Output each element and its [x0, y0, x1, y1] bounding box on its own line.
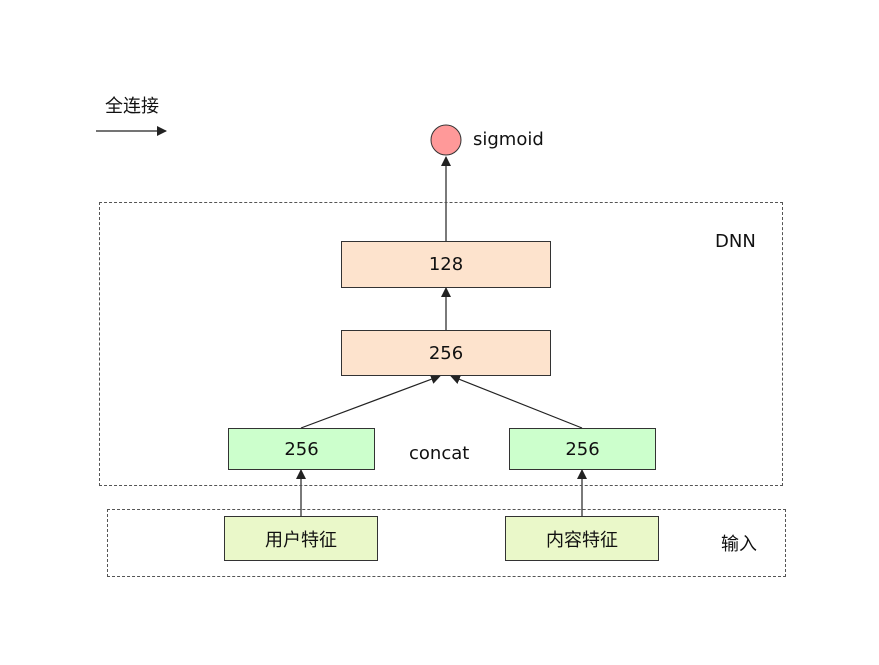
dnn-layer-256-label: 256 — [428, 342, 464, 364]
legend-label: 全连接 — [105, 96, 159, 117]
dnn-label: DNN — [715, 231, 756, 252]
content-feature-node: 内容特征 — [505, 516, 659, 561]
dnn-layer-128: 128 — [341, 241, 551, 288]
arrow-left-to-256 — [300, 374, 441, 429]
input-container — [107, 509, 786, 577]
sigmoid-node — [430, 124, 462, 156]
user-feature-node: 用户特征 — [224, 516, 378, 561]
arrow-right-to-256 — [450, 374, 583, 429]
dnn-layer-256: 256 — [341, 330, 551, 376]
content-embedding-node: 256 — [509, 428, 656, 470]
concat-label: concat — [409, 443, 470, 464]
content-embedding-label: 256 — [565, 438, 600, 460]
sigmoid-label: sigmoid — [473, 129, 544, 150]
user-embedding-label: 256 — [284, 438, 319, 460]
content-feature-label: 内容特征 — [546, 529, 618, 551]
user-embedding-node: 256 — [228, 428, 375, 470]
dnn-layer-128-label: 128 — [428, 254, 464, 275]
input-label: 输入 — [721, 534, 757, 555]
dnn-container — [99, 202, 783, 486]
user-feature-label: 用户特征 — [265, 529, 337, 551]
